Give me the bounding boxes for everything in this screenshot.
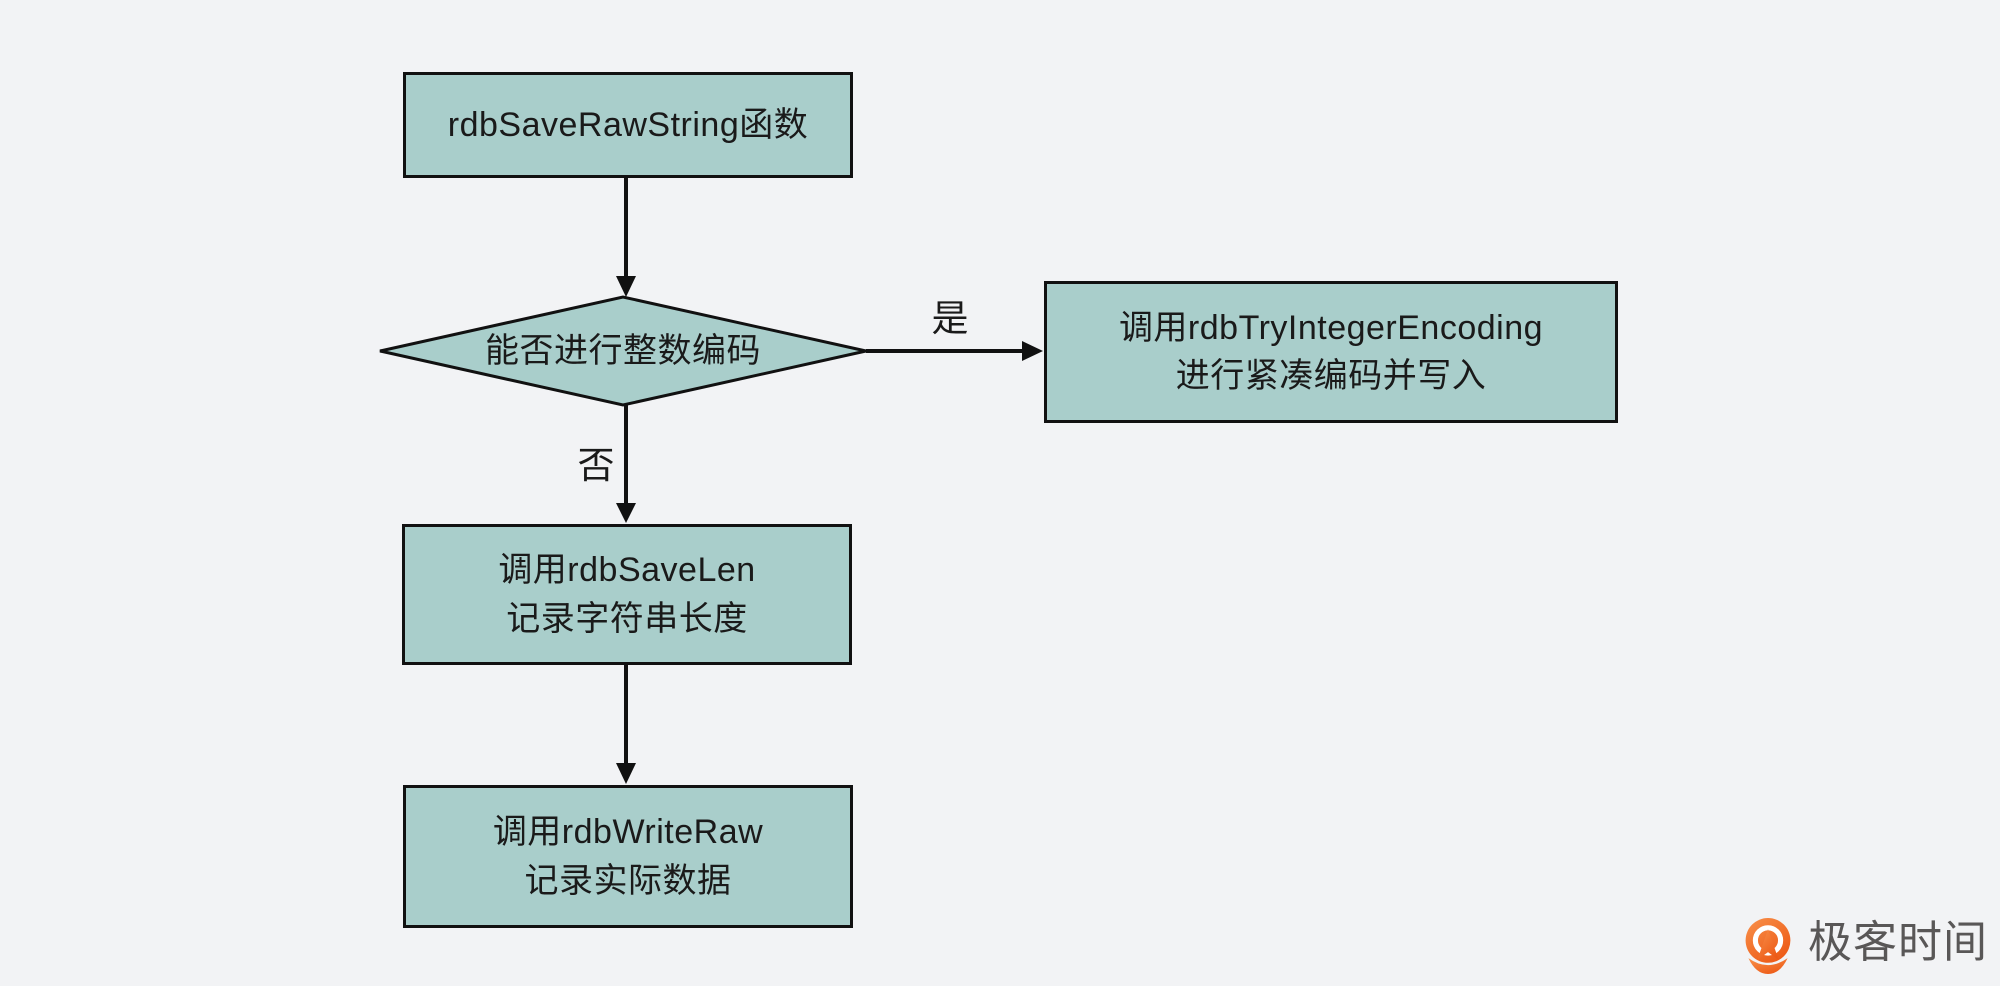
arrowhead-savelen-to-writeraw — [616, 763, 636, 784]
node-label-line: 调用rdbWriteRaw — [492, 813, 764, 852]
brand-name: 极客时间 — [1808, 918, 1988, 967]
node-decision-integer-encoding: 能否进行整数编码 — [380, 297, 866, 405]
node-label-line: 调用rdbSaveLen — [498, 551, 756, 590]
arrowhead-start-to-decision — [616, 276, 636, 297]
node-rdbsaverawstring: rdbSaveRawString函数 — [403, 72, 853, 178]
node-label-line: 能否进行整数编码 — [485, 331, 761, 370]
edge-label-yes: 是 — [931, 298, 969, 339]
node-rdbwriteraw: 调用rdbWriteRaw 记录实际数据 — [403, 785, 853, 928]
node-label-line: 记录实际数据 — [524, 861, 732, 900]
edge-label-no: 否 — [577, 445, 615, 486]
node-label-line: 调用rdbTryIntegerEncoding — [1118, 308, 1544, 347]
node-label-line: 进行紧凑编码并写入 — [1175, 357, 1487, 395]
geektime-logo-icon — [1745, 918, 1791, 974]
node-rdbsavelen: 调用rdbSaveLen 记录字符串长度 — [402, 524, 852, 665]
node-rdbtryintegerencoding: 调用rdbTryIntegerEncoding 进行紧凑编码并写入 — [1044, 281, 1618, 423]
node-label-line: 记录字符串长度 — [506, 599, 748, 638]
arrowhead-decision-to-tryencoding — [1022, 341, 1043, 361]
node-label-line: rdbSaveRawString函数 — [447, 105, 809, 144]
brand-footer: 极客时间 — [1740, 916, 1988, 976]
arrowhead-decision-to-savelen — [616, 503, 636, 523]
